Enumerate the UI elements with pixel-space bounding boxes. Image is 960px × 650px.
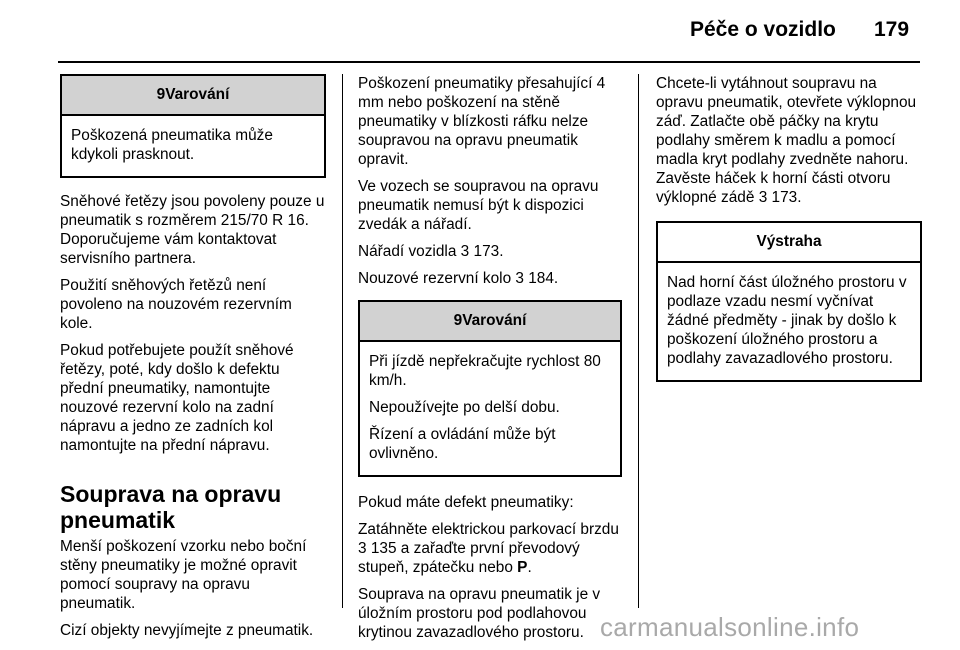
section-heading: Souprava na opravu pneumatik <box>60 481 282 533</box>
page-ref: 184. <box>528 270 559 287</box>
warning-box: 9Varování Při jízdě nepřekračujte rychlo… <box>358 300 622 477</box>
paragraph: Menší poškození vzorku nebo boční stěny … <box>60 538 307 612</box>
paragraph: Použití sněhových řetězů není povoleno n… <box>60 277 292 332</box>
paragraph-text: Nářadí vozidla <box>358 243 457 260</box>
page-ref-arrow-icon: 3 <box>460 243 470 260</box>
paragraph-text: 135 a zařaďte první převodový stupeň, zp… <box>358 540 580 576</box>
paragraph: Sněhové řetězy jsou povoleny pouze u pne… <box>60 193 325 267</box>
column-divider-2 <box>638 74 639 608</box>
paragraph-text: Nouzové rezervní kolo <box>358 270 512 287</box>
punctuation: . <box>527 559 532 576</box>
paragraph: Pokud potřebujete použít sněhové řetězy,… <box>60 342 294 454</box>
page-title: Péče o vozidlo <box>690 18 836 41</box>
column-3: Chcete-li vytáhnout soupravu na opravu p… <box>656 74 922 396</box>
warning-box-header: 9Varování <box>360 302 620 342</box>
warning-text: Při jízdě nepřekračujte rychlost 80 km/h… <box>369 353 601 389</box>
paragraph: Nouzové rezervní kolo 3 184. <box>358 269 622 288</box>
page-ref: 173. <box>771 189 802 206</box>
gear-position-p: P <box>517 559 528 576</box>
warning-box-header: 9Varování <box>62 76 324 116</box>
column-1: 9Varování Poškozená pneumatika může kdyk… <box>60 74 326 648</box>
caution-box: Výstraha Nad horní část úložného prostor… <box>656 221 922 382</box>
warning-icon: 9 <box>453 312 463 329</box>
page-ref-arrow-icon: 3 <box>358 540 367 557</box>
warning-text: Poškozená pneumatika může kdykoli praskn… <box>71 127 273 163</box>
column-divider-1 <box>342 74 343 608</box>
paragraph: Ve vozech se soupravou na opravu pneumat… <box>358 178 599 233</box>
warning-box-title: Varování <box>165 86 230 103</box>
paragraph: Poškození pneumatiky přesahující 4 mm ne… <box>358 75 606 168</box>
caution-box-title: Výstraha <box>756 233 822 250</box>
page-ref: 173. <box>473 243 504 260</box>
caution-box-header: Výstraha <box>658 223 920 263</box>
column-2: Poškození pneumatiky přesahující 4 mm ne… <box>358 74 622 650</box>
page-ref-arrow-icon: 3 <box>758 189 768 206</box>
caution-text: Nad horní část úložného prostoru v podla… <box>667 274 907 367</box>
paragraph-text: Zatáhněte elektrickou parkovací brzdu <box>358 521 619 538</box>
warning-text: Nepoužívejte po delší dobu. <box>369 399 560 416</box>
paragraph-text: Chcete-li vytáhnout soupravu na opravu p… <box>656 75 917 206</box>
paragraph: Zatáhněte elektrickou parkovací brzdu 3 … <box>358 520 622 577</box>
paragraph: Cizí objekty nevyjímejte z pneumatik. <box>60 622 314 639</box>
page-ref-arrow-icon: 3 <box>515 270 524 287</box>
warning-text: Řízení a ovládání může být ovlivněno. <box>369 426 556 462</box>
paragraph: Pokud máte defekt pneumatiky: <box>358 494 574 511</box>
paragraph: Souprava na opravu pneumatik je v úložní… <box>358 586 601 641</box>
watermark: carmanualsonline.info <box>600 612 860 642</box>
warning-box-title: Varování <box>462 312 527 329</box>
header-divider <box>58 61 920 63</box>
paragraph: Chcete-li vytáhnout soupravu na opravu p… <box>656 74 922 207</box>
paragraph: Nářadí vozidla 3 173. <box>358 242 622 261</box>
warning-icon: 9 <box>156 86 166 103</box>
warning-box: 9Varování Poškozená pneumatika může kdyk… <box>60 74 326 178</box>
page-number: 179 <box>874 18 910 41</box>
